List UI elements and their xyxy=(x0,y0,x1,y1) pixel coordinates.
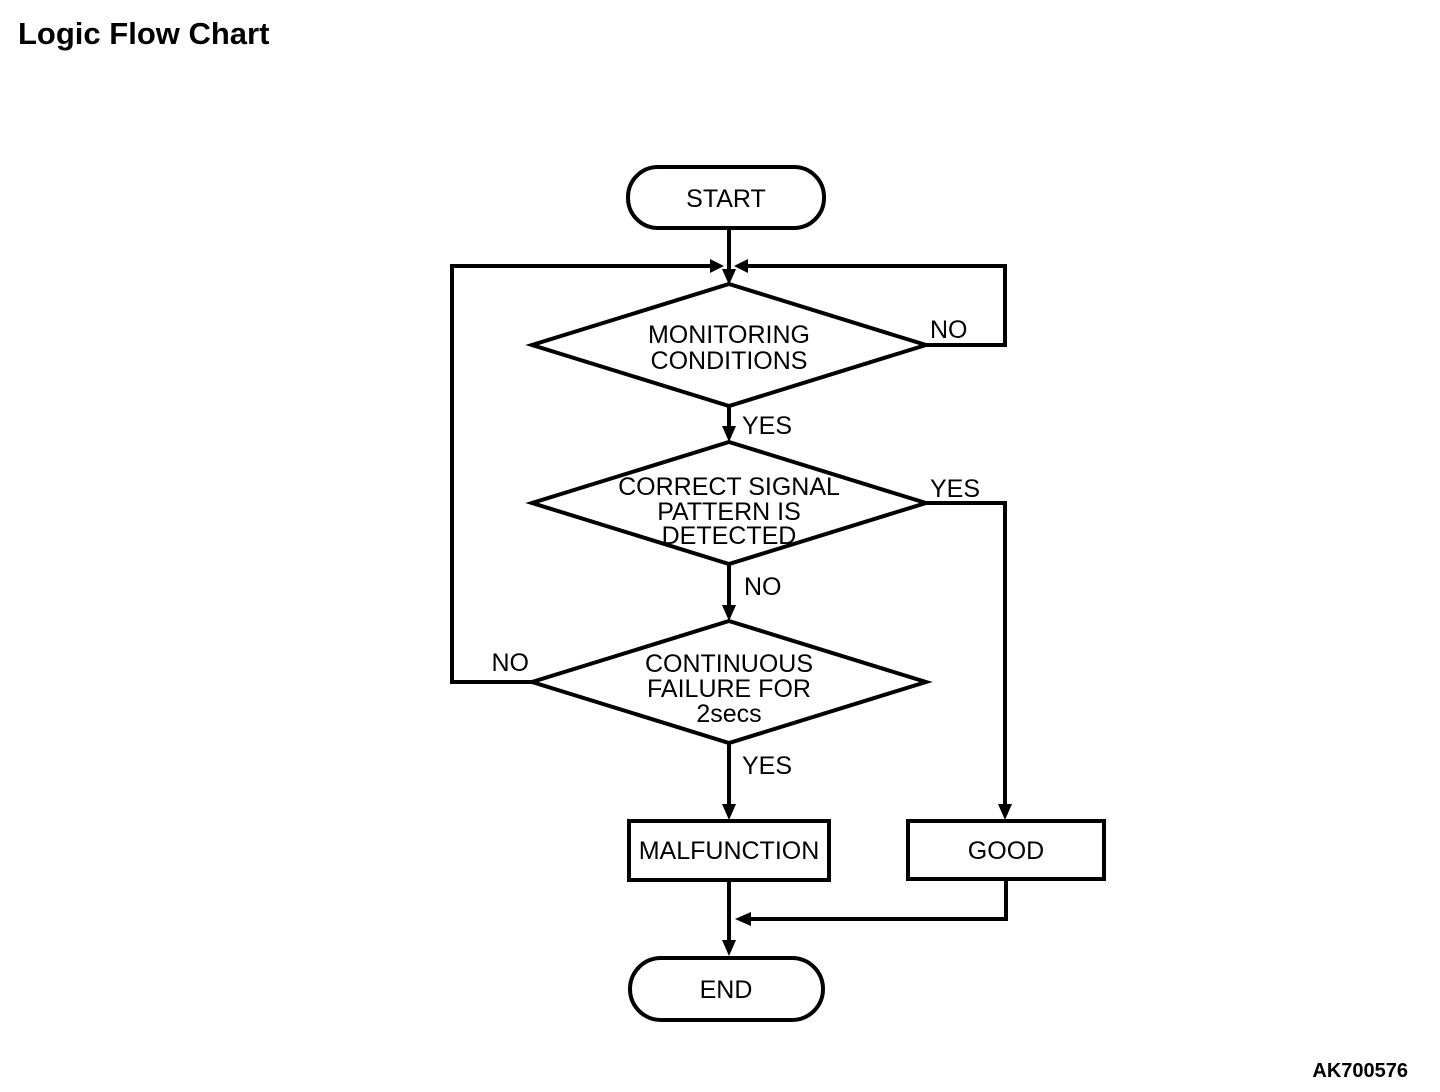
continuous-failure-label-line3: 2secs xyxy=(696,700,761,728)
figure-code: AK700576 xyxy=(1312,1060,1408,1082)
edge-monitoring-no-loop xyxy=(747,264,1007,347)
end-terminator-shape xyxy=(628,956,825,1022)
edge-label-failure-no: NO xyxy=(492,649,530,677)
monitoring-conditions-label-line1: MONITORING xyxy=(648,321,810,349)
arrowhead-into-malfunction xyxy=(722,804,736,820)
edge-failure-no-loop xyxy=(450,264,711,684)
arrowhead-into-failure-diamond xyxy=(722,605,736,621)
node-end: END xyxy=(628,956,825,1022)
edge-label-signal-no: NO xyxy=(744,573,782,601)
arrowhead-left-into-junction xyxy=(710,259,724,273)
continuous-failure-diamond-shape xyxy=(525,618,933,746)
edge-label-failure-yes: YES xyxy=(742,752,792,780)
arrowhead-junction-into-monitoring xyxy=(722,269,736,285)
good-box-shape xyxy=(906,819,1106,881)
correct-signal-label-line1: CORRECT SIGNAL xyxy=(618,473,840,501)
monitoring-conditions-label-line2: CONDITIONS xyxy=(651,347,808,375)
edge-label-signal-yes: YES xyxy=(930,475,980,503)
malfunction-box-shape xyxy=(627,819,831,882)
edge-signal-yes xyxy=(926,501,1007,806)
node-correct-signal-pattern: CORRECT SIGNAL PATTERN IS DETECTED xyxy=(525,439,933,567)
arrowhead-merge-left xyxy=(735,912,751,926)
continuous-failure-label-line2: FAILURE FOR xyxy=(647,675,811,703)
start-label: START xyxy=(686,185,766,213)
arrowhead-right-into-junction xyxy=(734,259,748,273)
end-label: END xyxy=(700,976,753,1004)
edge-good-to-merge xyxy=(750,879,1008,921)
arrowhead-into-signal-diamond xyxy=(722,426,736,442)
node-monitoring-conditions: MONITORING CONDITIONS xyxy=(525,281,933,409)
page-title: Logic Flow Chart xyxy=(18,16,269,51)
good-label: GOOD xyxy=(968,837,1044,865)
malfunction-label: MALFUNCTION xyxy=(639,837,820,865)
start-terminator-shape xyxy=(626,165,826,230)
node-start: START xyxy=(626,165,826,230)
arrowhead-into-good xyxy=(998,804,1012,820)
arrowhead-into-end xyxy=(722,940,736,956)
edge-label-monitoring-yes: YES xyxy=(742,412,792,440)
node-continuous-failure: CONTINUOUS FAILURE FOR 2secs xyxy=(525,618,933,746)
continuous-failure-label-line1: CONTINUOUS xyxy=(645,650,813,678)
correct-signal-label-line2: PATTERN IS xyxy=(657,498,801,526)
node-good: GOOD xyxy=(906,819,1106,881)
monitoring-conditions-diamond-shape xyxy=(525,281,933,409)
edge-label-monitoring-no: NO xyxy=(930,316,968,344)
correct-signal-diamond-shape xyxy=(525,439,933,567)
node-malfunction: MALFUNCTION xyxy=(627,819,831,882)
correct-signal-label-line3: DETECTED xyxy=(662,522,797,550)
